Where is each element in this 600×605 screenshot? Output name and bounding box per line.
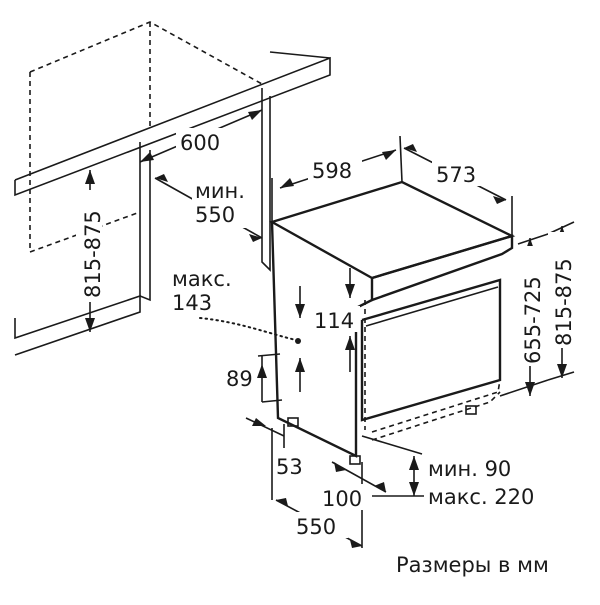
dim-53-label: 53 (276, 455, 303, 479)
dim-100-bg (320, 484, 368, 510)
dishwasher-left-side (270, 221, 373, 458)
depth-bg (432, 160, 486, 186)
door-top-edge (365, 286, 499, 327)
niche-depth-bg (192, 178, 254, 228)
niche-top-dashed (29, 21, 263, 85)
door-lower-dashed (371, 379, 501, 433)
worktop-front (14, 56, 331, 197)
units-note: Размеры в мм (396, 553, 549, 577)
worktop-edge (269, 51, 331, 59)
max-plinth-point (295, 338, 301, 344)
depth-label: 573 (436, 163, 476, 187)
width-bg (308, 156, 362, 182)
niche-outline (14, 21, 331, 356)
dim-53 (245, 417, 285, 500)
foot-left (287, 417, 299, 427)
cabinet-side-right (261, 88, 271, 272)
dim-89 (257, 353, 283, 403)
door-front (360, 278, 502, 422)
dim-100-label: 100 (322, 487, 362, 511)
height-2-bg (548, 232, 574, 348)
dim-550-bg (292, 512, 348, 538)
max-plinth-label: 143 (172, 291, 212, 315)
dim-89-label: 89 (226, 367, 253, 391)
control-panel (370, 234, 514, 302)
min-90-label: мин. 90 (428, 457, 511, 481)
dim-114-label: 114 (314, 309, 354, 333)
niche-width-bg (176, 128, 230, 154)
dim-114-bg (310, 306, 360, 332)
dim-550-label: 550 (296, 515, 336, 539)
foot-front (349, 455, 361, 465)
cabinet-side-left (139, 142, 151, 302)
min-depth-label: 550 (195, 203, 235, 227)
max-220-label: макс. 220 (428, 485, 534, 509)
niche-height-bg (76, 190, 102, 302)
max-plinth-leader (199, 317, 297, 341)
dim-114 (295, 268, 355, 392)
niche-height-label: 815-875 (81, 210, 105, 298)
width-label: 598 (312, 159, 352, 183)
plinth-strip (14, 294, 141, 356)
foot-right (465, 405, 477, 415)
dishwasher-body (268, 180, 516, 465)
dim-plinth-range (361, 435, 424, 497)
height-2-label: 815-875 (552, 258, 576, 346)
height-1-label: 655-725 (521, 276, 545, 364)
niche-width-label: 600 (180, 131, 220, 155)
height-1-bg (516, 246, 542, 366)
max-label: макс. (172, 267, 232, 291)
min-label: мин. (195, 179, 245, 203)
